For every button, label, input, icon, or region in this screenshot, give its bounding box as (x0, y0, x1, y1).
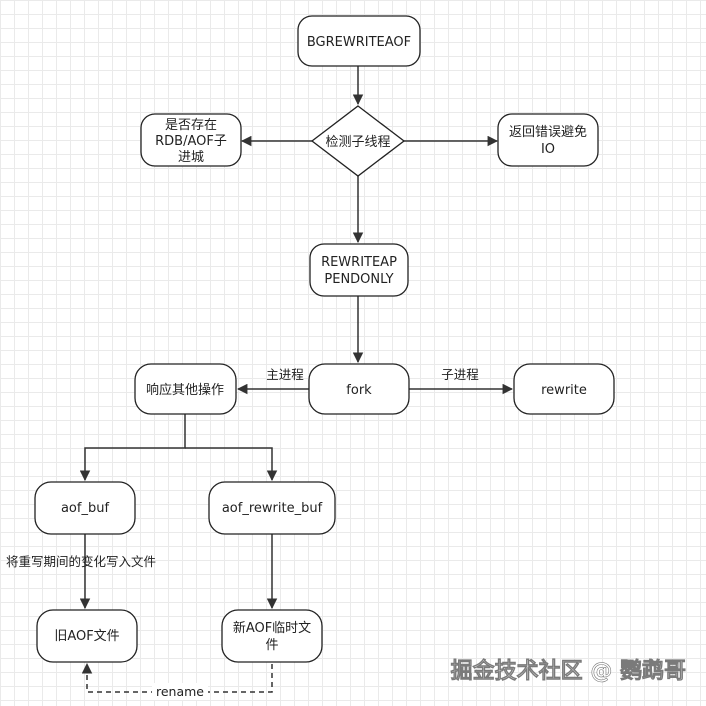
fork-text: fork (346, 383, 372, 398)
new-aof-temp-line-1: 新AOF临时文 (233, 620, 311, 636)
node-return-error: 返回错误避免 IO (497, 113, 599, 167)
check-child-text: 检测子线程 (325, 135, 390, 150)
rename-label: rename (156, 684, 204, 699)
rewriteappendonly-line-2: PENDONLY (324, 272, 393, 287)
aof-rewrite-buf-text: aof_rewrite_buf (222, 501, 323, 516)
edge-respond-split (79, 414, 186, 482)
return-error-line-1: 返回错误避免 (509, 125, 587, 140)
node-rewriteappendonly: REWRITEAP PENDONLY (309, 243, 409, 297)
node-check-child-thread: 检测子线程 (310, 105, 406, 177)
rdb-aof-line-2: RDB/AOF子 (155, 134, 227, 149)
node-bgrewriteaof: BGREWRITEAOF (297, 15, 421, 67)
watermark: 掘金技术社区 @ 鹦鹉哥 (451, 658, 686, 684)
new-aof-temp-line-2: 件 (265, 638, 278, 653)
rename-label-bg (152, 683, 208, 700)
old-aof-text: 旧AOF文件 (54, 629, 119, 644)
rdb-aof-line-1: 是否存在 (165, 118, 217, 133)
write-changes-label: 将重写期间的变化写入文件 (6, 554, 156, 569)
return-error-line-2: IO (541, 142, 555, 157)
edges (79, 66, 514, 693)
rewrite-text: rewrite (541, 383, 587, 398)
aof-buf-text: aof_buf (61, 501, 109, 516)
edge-labels: 主进程 子进程 将重写期间的变化写入文件 rename (6, 367, 479, 700)
child-process-label: 子进程 (441, 367, 479, 382)
node-rewrite: rewrite (513, 363, 615, 415)
node-aof-rewrite-buf: aof_rewrite_buf (208, 481, 336, 535)
respond-other-text: 响应其他操作 (146, 382, 224, 398)
rdb-aof-line-3: 进城 (178, 150, 204, 165)
edge-respond-to-rewrite-buf (185, 447, 278, 482)
main-process-label: 主进程 (266, 367, 304, 382)
node-fork: fork (308, 363, 410, 415)
node-respond-other: 响应其他操作 (134, 363, 237, 415)
node-old-aof-file: 旧AOF文件 (36, 609, 138, 663)
node-new-aof-temp-file: 新AOF临时文 件 (221, 609, 323, 663)
rewriteappendonly-line-1: REWRITEAP (321, 255, 397, 270)
node-aof-buf: aof_buf (34, 481, 136, 535)
bgrewriteaof-text: BGREWRITEAOF (307, 35, 411, 50)
node-rdb-aof-child: 是否存在 RDB/AOF子 进城 (140, 113, 242, 167)
